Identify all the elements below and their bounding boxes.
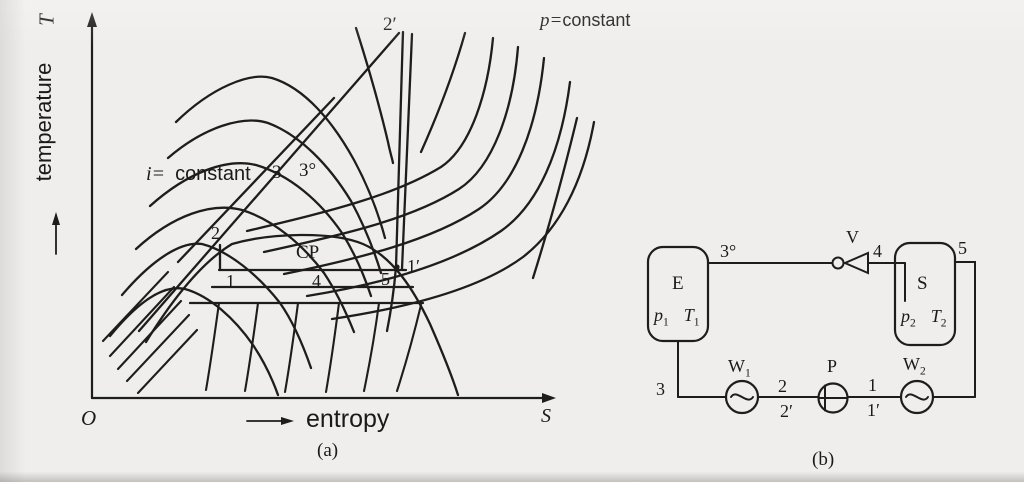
point-label-3s: 3° (299, 160, 317, 181)
sorber-label: S (917, 273, 928, 294)
vessel-e (646, 245, 710, 343)
panel-a-caption: (a) (317, 440, 339, 461)
point-label-2: 2 (211, 223, 220, 243)
critical-point-label: CP (296, 242, 320, 263)
origin-label: O (81, 406, 97, 430)
two-phase-fan-lines (204, 301, 423, 394)
y-axis-symbol: T (34, 14, 59, 26)
hx1-label: W1 (728, 357, 751, 380)
isenthalp-label: i= constant (146, 164, 251, 184)
node-label-2p: 2′ (780, 401, 793, 421)
hx1-symbol (724, 379, 760, 415)
node-label-1: 1 (868, 375, 877, 395)
isentrope-lines (385, 30, 414, 333)
y-axis-label: temperature (31, 62, 56, 182)
s-pressure-symbol: p (901, 306, 910, 326)
point-label-3: 3 (272, 162, 282, 183)
point-label-1: 1 (226, 271, 235, 291)
pump-label: P (827, 356, 838, 376)
isenthalp-word: constant (175, 163, 251, 185)
valve-label: V (846, 227, 859, 247)
point-label-5: 5 (381, 269, 390, 289)
e-temperature-sub: 1 (693, 316, 700, 329)
axis-y (52, 12, 97, 400)
x-axis-symbol: S (541, 405, 551, 427)
isobar-curves (137, 31, 596, 333)
s-temperature-symbol: T (930, 306, 941, 326)
isobar-word: constant (562, 10, 631, 30)
lower-left-curve-tails (101, 270, 199, 395)
node-label-3s: 3° (720, 241, 737, 261)
point-label-2p: 2′ (383, 14, 397, 35)
panel-b-caption: (b) (812, 449, 835, 470)
e-temperature-symbol: T (683, 305, 694, 325)
hx2-label: W2 (903, 355, 926, 378)
s-temperature-sub: 2 (940, 317, 947, 330)
node-label-4: 4 (873, 241, 882, 261)
hx2-symbol-text: W (903, 354, 920, 374)
valve-symbol (831, 251, 869, 275)
evaporator-state-label: p1 T1 (654, 306, 700, 329)
node-label-5: 5 (958, 238, 967, 258)
hx1-symbol-text: W (728, 356, 745, 376)
point-label-1p: 1′ (407, 256, 420, 276)
x-axis-label: entropy (306, 405, 390, 433)
s-pressure-sub: 2 (910, 317, 916, 330)
pump-symbol (817, 382, 849, 414)
node-label-1p: 1′ (867, 400, 880, 420)
e-pressure-sub: 1 (663, 316, 669, 329)
isobar-symbol: p= (540, 10, 563, 31)
e-pressure-symbol: p (654, 305, 663, 325)
hx2-sub: 2 (920, 365, 926, 378)
hx2-symbol (899, 379, 935, 415)
point-label-4: 4 (312, 271, 321, 291)
evaporator-label: E (672, 273, 684, 294)
node-label-3: 3 (656, 379, 665, 399)
isenthalp-symbol: i= (146, 163, 166, 185)
isobar-label: p= constant (540, 11, 630, 30)
tie-lines (188, 268, 425, 305)
node-label-2: 2 (778, 376, 787, 396)
axis-x (90, 393, 556, 425)
isenthalp-curves (108, 26, 395, 397)
sorber-state-label: p2 T2 (901, 307, 947, 330)
hx1-sub: 1 (745, 367, 751, 380)
vessel-s (893, 241, 957, 347)
